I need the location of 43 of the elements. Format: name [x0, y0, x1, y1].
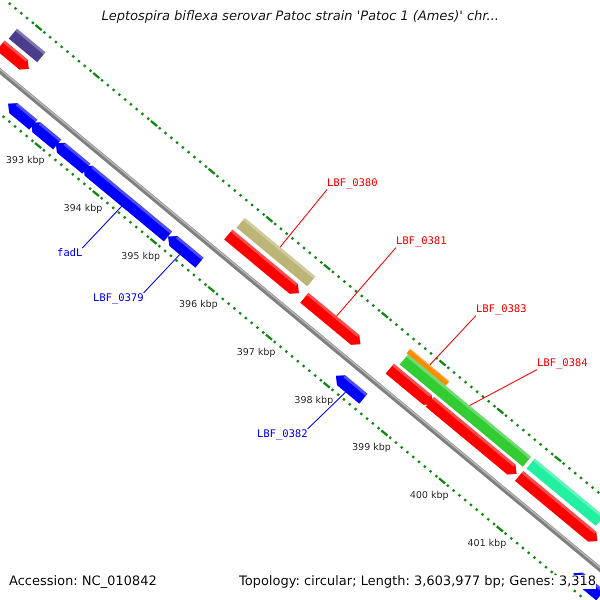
leader-line: [82, 206, 122, 248]
tick-label: 399 kbp: [352, 443, 391, 454]
leader-line: [307, 392, 346, 430]
gene-label: LBF_0384: [537, 358, 588, 370]
leader-line: [280, 189, 328, 248]
gene-bar: [406, 348, 450, 386]
gene-feature: [83, 166, 172, 242]
gene-label: LBF_0381: [396, 236, 447, 248]
tick-label: 394 kbp: [64, 204, 102, 214]
gene-label: LBF_0382: [257, 429, 308, 441]
gene-feature: [31, 122, 62, 150]
title: Leptospira biflexa serovar Patoc strain 'Patoc 1 (Ames)' chr...: [102, 10, 499, 24]
tick-label: 396 kbp: [179, 300, 218, 310]
leader-line: [336, 247, 396, 317]
gene-label: LBF_0379: [93, 293, 144, 305]
info-text: Accession: NC_010842: [9, 575, 157, 590]
gene-feature: [426, 396, 517, 474]
leader-line: [143, 254, 180, 294]
gene-feature: [300, 292, 360, 345]
gene-feature: [386, 364, 433, 405]
gene-bar: [400, 354, 532, 467]
gene-label: fadL: [57, 248, 82, 260]
tick-label: 397 kbp: [236, 348, 276, 358]
gene-label: LBF_0380: [327, 178, 378, 190]
gene-feature: [224, 230, 299, 294]
leader-line: [429, 315, 476, 366]
gene-feature: [168, 236, 204, 268]
gene-bar: [526, 458, 600, 526]
tick-label: 398 kbp: [294, 396, 334, 406]
gene-label: LBF_0383: [476, 304, 527, 316]
gene-feature: [56, 142, 91, 174]
tick-label: 400 kbp: [410, 491, 449, 502]
gene-feature: [8, 103, 38, 130]
gene-feature: [0, 40, 29, 70]
tick-label: 393 kbp: [6, 156, 45, 166]
gene-feature: [514, 470, 598, 542]
tick-label: 401 kbp: [468, 539, 506, 550]
info-text: Topology: circular; Length: 3,603,977 bp; Genes: 3,318: [239, 575, 596, 590]
gene-bar: [8, 28, 46, 62]
gene-feature: [336, 375, 368, 404]
leader-line: [469, 369, 538, 406]
tick-label: 395 kbp: [121, 252, 160, 262]
gene-bar: [236, 218, 316, 286]
